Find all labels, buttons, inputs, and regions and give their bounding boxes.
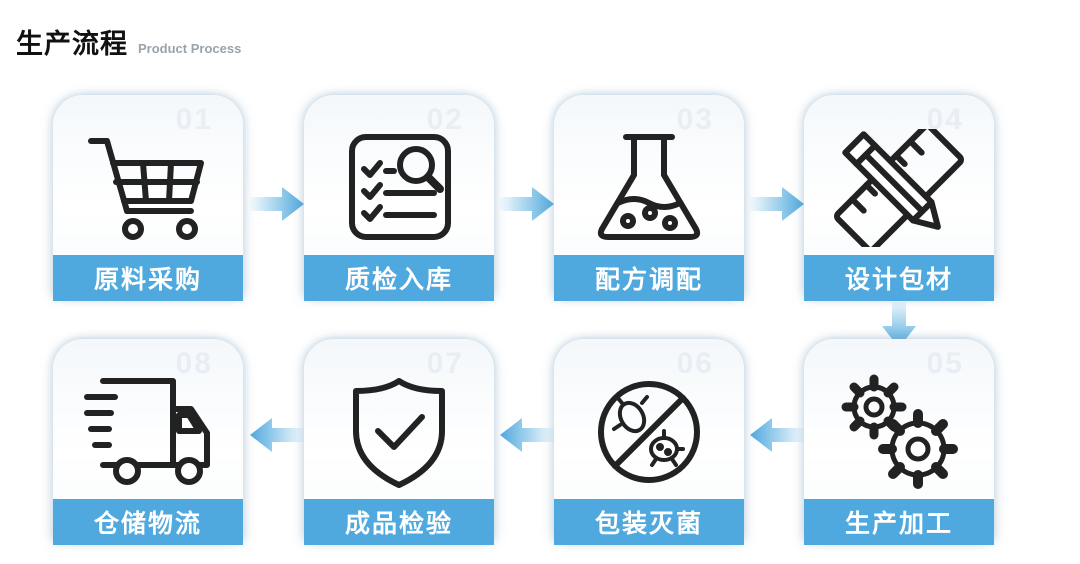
arrow-left-icon [250, 418, 304, 452]
step-card-08: 08 仓储物流 [53, 339, 243, 545]
step-label: 成品检验 [304, 499, 494, 545]
step-card-03: 03 配方调配 [554, 95, 744, 301]
step-label: 仓储物流 [53, 499, 243, 545]
step-number: 06 [676, 347, 714, 380]
shield-check-icon [304, 367, 494, 497]
arrow-down-icon [882, 302, 916, 348]
arrow-right-icon [250, 187, 304, 221]
no-bacteria-icon [554, 367, 744, 497]
step-label: 生产加工 [804, 499, 994, 545]
step-card-01: 01 原料采购 [53, 95, 243, 301]
page-subtitle: Product Process [138, 41, 242, 56]
flask-icon [554, 123, 744, 253]
step-card-06: 06 包装灭菌 [554, 339, 744, 545]
step-number: 02 [426, 103, 464, 136]
arrow-left-icon [750, 418, 804, 452]
checklist-search-icon [304, 123, 494, 253]
step-card-04: 04 设计包材 [804, 95, 994, 301]
step-label: 质检入库 [304, 255, 494, 301]
shopping-cart-icon [53, 123, 243, 253]
step-card-07: 07 成品检验 [304, 339, 494, 545]
delivery-truck-icon [53, 367, 243, 497]
step-number: 05 [926, 347, 964, 380]
pencil-ruler-icon [804, 123, 994, 253]
page-title: 生产流程 [16, 29, 128, 60]
arrow-left-icon [500, 418, 554, 452]
arrow-right-icon [750, 187, 804, 221]
step-number: 07 [426, 347, 464, 380]
step-label: 配方调配 [554, 255, 744, 301]
step-label: 原料采购 [53, 255, 243, 301]
step-card-05: 05 [804, 339, 994, 545]
step-label: 设计包材 [804, 255, 994, 301]
page-header: 生产流程 Product Process [16, 22, 241, 61]
step-card-02: 02 质检入库 [304, 95, 494, 301]
step-number: 01 [175, 103, 213, 136]
step-number: 08 [175, 347, 213, 380]
arrow-right-icon [500, 187, 554, 221]
gears-icon [804, 367, 994, 497]
step-number: 03 [676, 103, 714, 136]
step-label: 包装灭菌 [554, 499, 744, 545]
